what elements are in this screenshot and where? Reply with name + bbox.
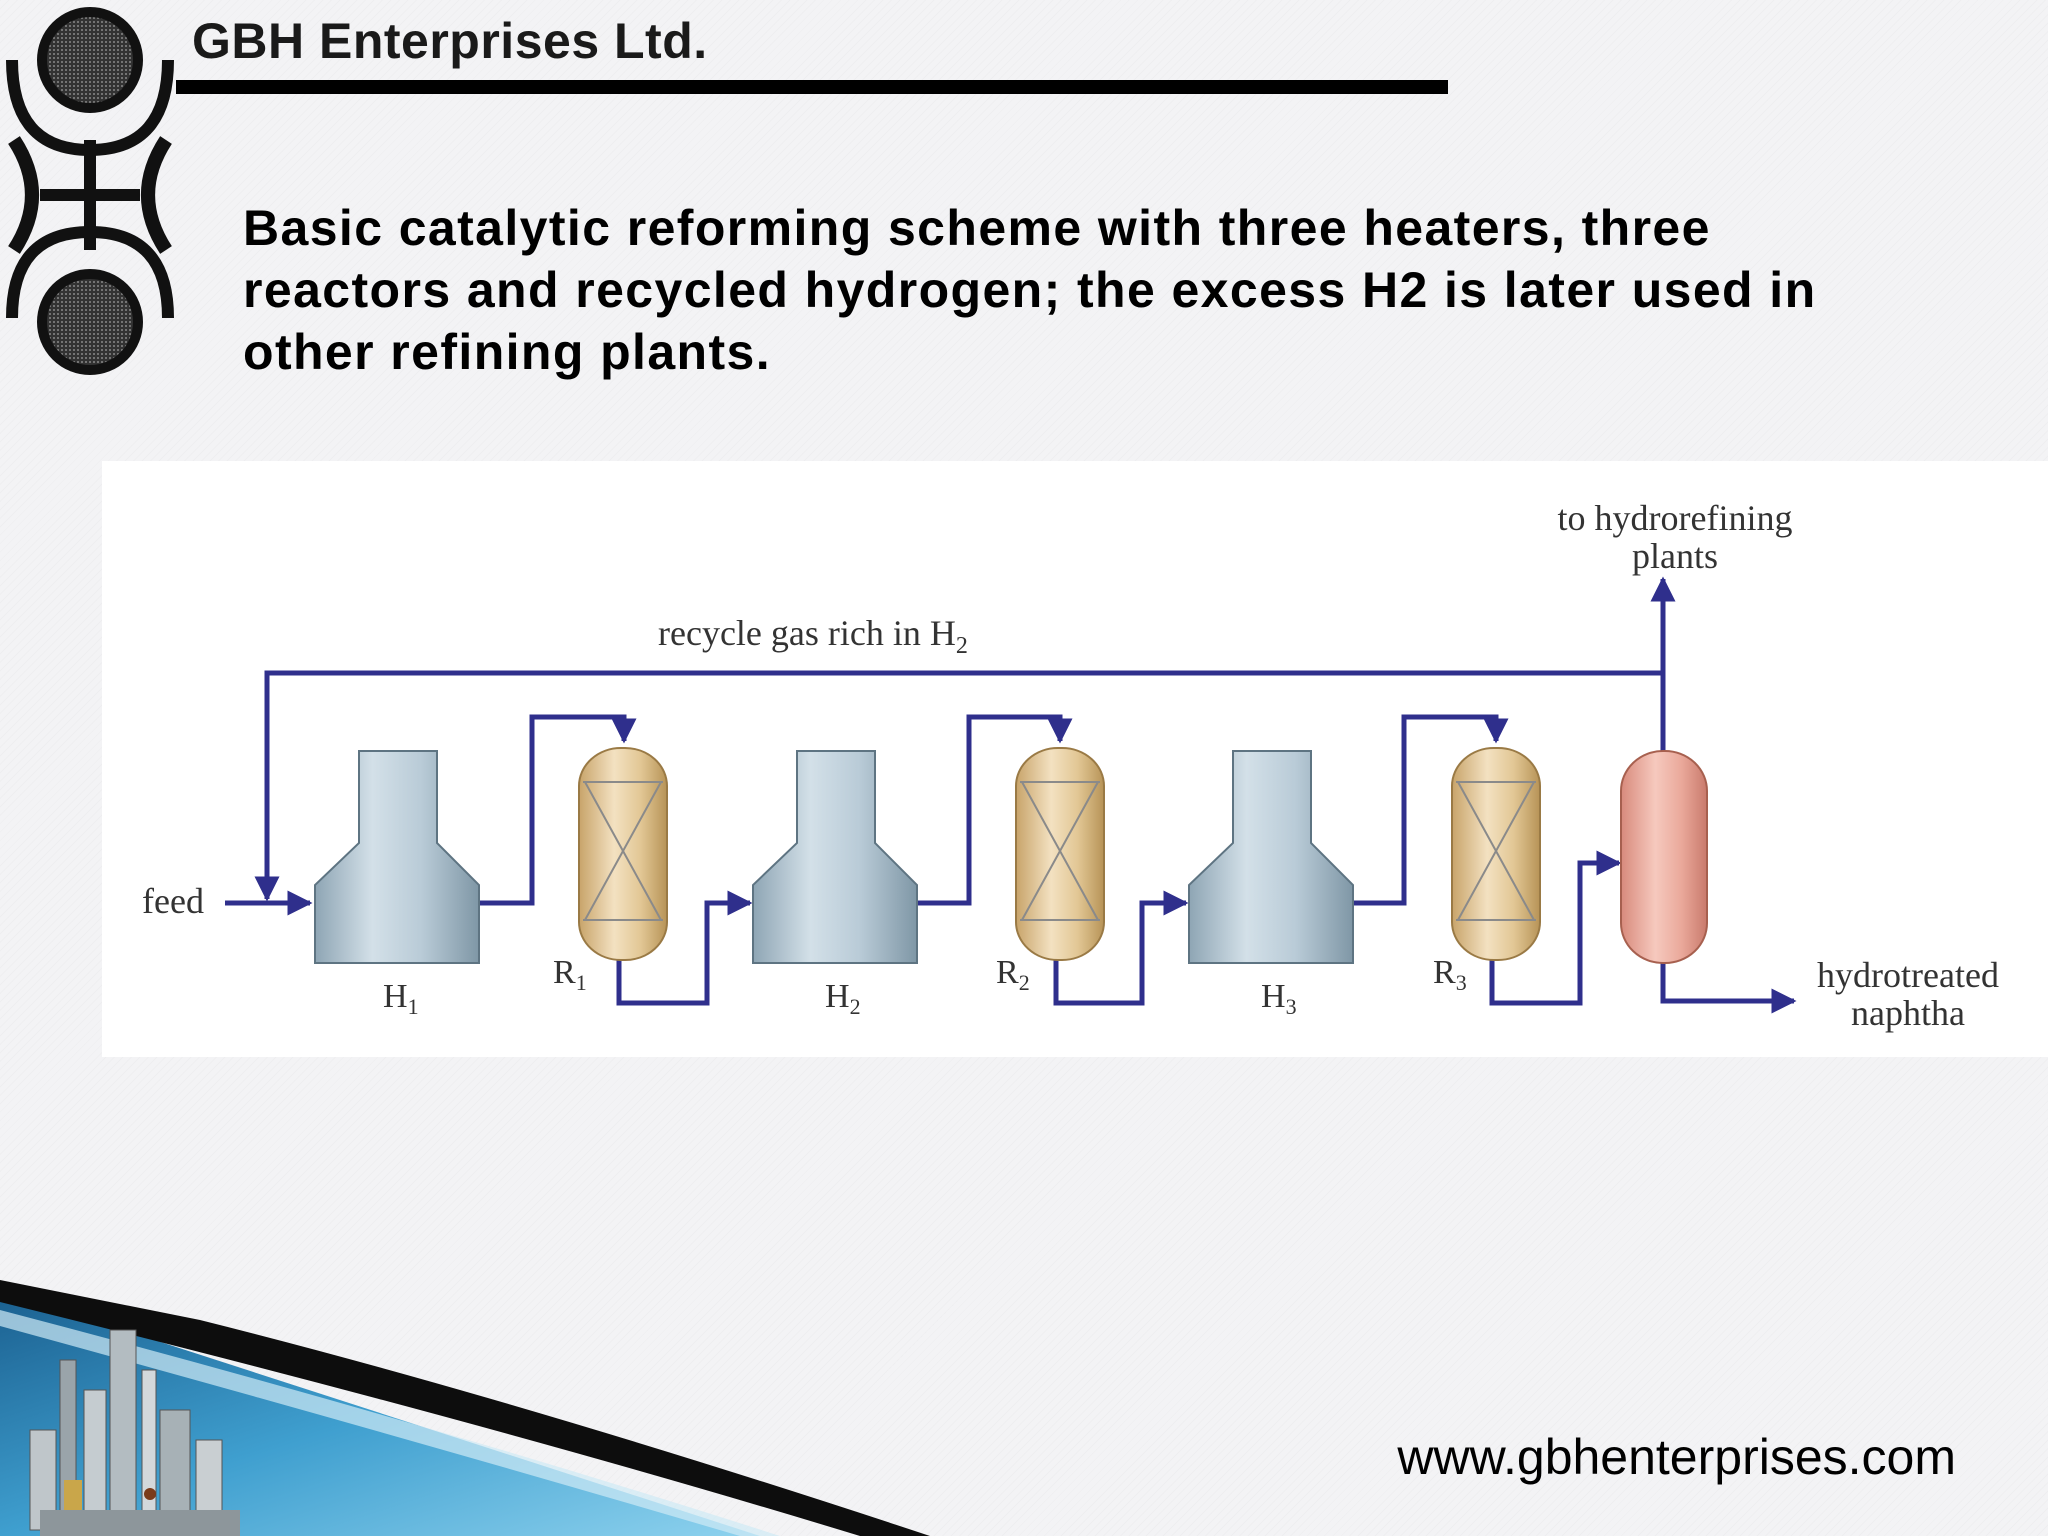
company-logo: [6, 7, 174, 375]
heater-3-label: H3: [1261, 978, 1297, 1019]
logo-right-bracket: [141, 136, 172, 254]
slide-title: Basic catalytic reforming scheme with th…: [243, 200, 1817, 380]
pipe-r1-h2: [616, 890, 753, 1006]
naphtha-label-line1: hydrotreated: [1817, 955, 1999, 995]
naphtha-label-line2: naphtha: [1851, 993, 1965, 1033]
hydrorefining-label-line2: plants: [1632, 536, 1718, 576]
logo-bottom-arc: [6, 225, 174, 319]
website-url[interactable]: www.gbhenterprises.com: [1397, 1429, 1956, 1485]
footer-decoration: [0, 1280, 930, 1536]
heater-1-label: H1: [383, 978, 419, 1019]
hydrorefining-label-line1: to hydrorefining: [1558, 498, 1793, 538]
header-rule: [176, 80, 1448, 94]
pipe-r3-sep: [1489, 850, 1622, 1006]
recycle-label: recycle gas rich in H2: [658, 613, 968, 659]
pipe-h2-r2: [918, 714, 1073, 906]
logo-bottom-disc: [37, 269, 143, 375]
heater-2: [752, 750, 918, 964]
separator-vessel: [1620, 750, 1708, 964]
pipe-r2-h3: [1053, 890, 1189, 1006]
pipes: [225, 576, 1797, 1014]
diagram-panel: feed recycle gas rich in H2 to hydrorefi…: [102, 461, 2048, 1057]
footer-light-swoosh: [0, 1310, 780, 1536]
company-name: GBH Enterprises Ltd.: [192, 13, 708, 69]
heater-2-label: H2: [825, 978, 861, 1019]
reactor-2: [1015, 747, 1105, 961]
reforming-flow-diagram: feed recycle gas rich in H2 to hydrorefi…: [142, 498, 1999, 1033]
heater-1: [314, 750, 480, 964]
reactor-3: [1451, 747, 1541, 961]
reactor-2-label: R2: [996, 954, 1030, 995]
feed-label: feed: [142, 881, 204, 921]
pipe-to-naphtha: [1660, 957, 1797, 1014]
logo-stem: [84, 140, 96, 250]
heater-3: [1188, 750, 1354, 964]
refinery-icon: [29, 1329, 240, 1536]
logo-top-disc: [37, 7, 143, 113]
reactor-1-label: R1: [553, 954, 587, 995]
reactor-3-label: R3: [1433, 954, 1467, 995]
reactor-1: [578, 747, 668, 961]
logo-left-bracket: [8, 136, 39, 254]
footer-black-swoosh: [0, 1280, 930, 1536]
pipe-h1-r1: [480, 714, 637, 906]
pipe-h3-r3: [1352, 714, 1509, 906]
